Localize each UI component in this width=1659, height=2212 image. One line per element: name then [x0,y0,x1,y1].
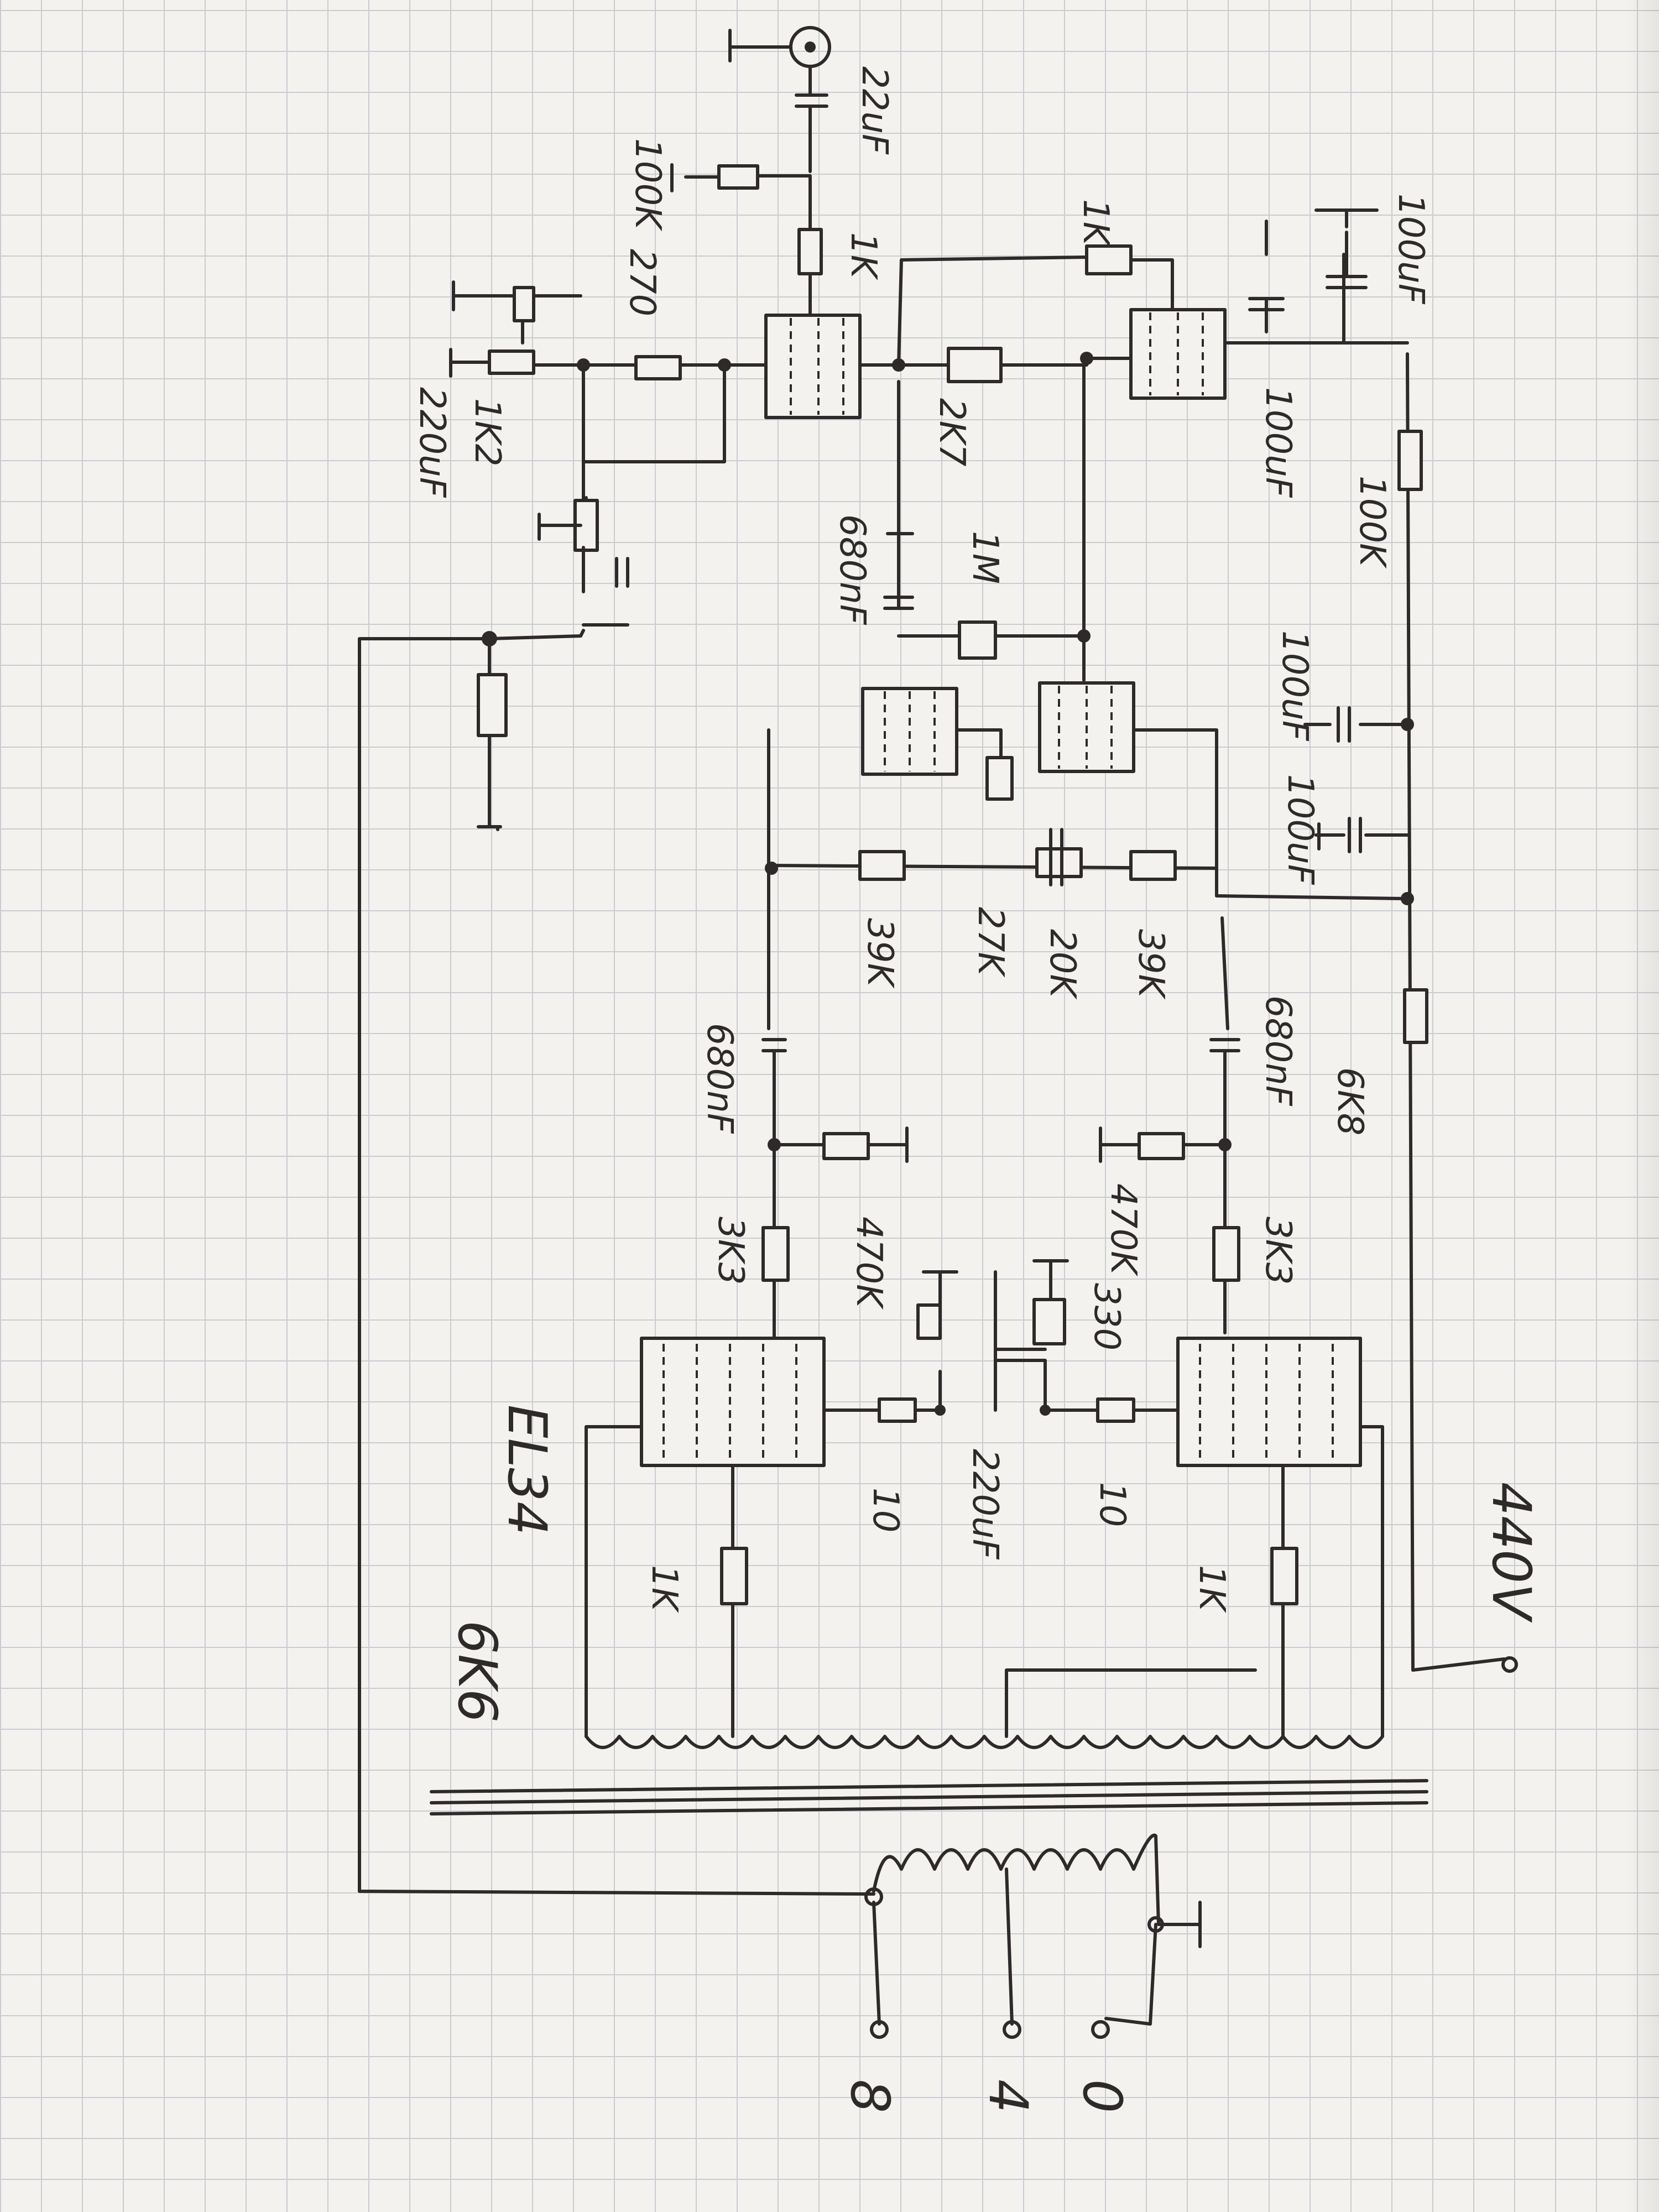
label-output-4: 4 [977,2079,1039,2113]
label-2k7: 2K7 [931,398,972,467]
cathode-bypass-220uf [538,460,629,627]
phase-splitter-left [861,687,1014,801]
label-output-8: 8 [839,2079,901,2113]
label-440v: 440V [1480,1482,1542,1623]
label-20k: 20K [1042,929,1083,1000]
label-100uf-a: 100uF [1390,194,1431,305]
label-330: 330 [1086,1283,1127,1350]
label-1k-input: 1K [843,232,884,281]
input-resistor-1k [797,175,823,317]
grid-resistor-470k-right [1099,1126,1227,1163]
label-470k-left: 470K [848,1217,889,1310]
screen-resistor-10-right [1040,1397,1135,1423]
label-10-right: 10 [1092,1482,1133,1527]
rail-resistor-6k8 [1403,988,1428,1044]
input-capacitor-22uf [795,65,828,173]
feedback-resistor-1k [897,244,1174,367]
input-jack [728,26,831,68]
label-22uf: 22uF [854,66,895,155]
output-tube-left [585,1337,881,1738]
label-680nf-left: 680nF [699,1023,740,1134]
label-6k6: 6K6 [446,1620,508,1723]
label-6k8: 6K8 [1329,1067,1370,1135]
coupling-cap-680nf-top [883,380,914,610]
label-100k-grid: 100K [627,138,668,232]
output-terminal-8 [870,2020,889,2039]
grid-stopper-3k3-right [1212,1143,1240,1334]
supply-terminal [1501,1656,1518,1673]
resistor-1m [897,620,1091,660]
grid-stopper-3k3-left [761,1143,790,1340]
screen-resistor-10-left [878,1397,946,1423]
label-3k3-right: 3K3 [1258,1217,1298,1285]
label-1k-left: 1K [644,1565,685,1614]
label-1k-right: 1K [1191,1565,1232,1614]
bias-cluster [916,1259,1069,1412]
output-terminal-4 [1003,2020,1021,2039]
label-220uf-out: 220uF [964,1449,1005,1560]
label-270: 270 [622,249,662,316]
label-1m: 1M [964,531,1005,584]
label-3k3-left: 3K3 [710,1217,751,1285]
grid-resistor-470k-left [773,1126,909,1163]
label-100uf-b: 100uF [1258,387,1298,498]
label-220uf: 220uF [411,387,452,498]
rail-resistor-100k [1397,430,1423,491]
plate-resistor-2k7 [858,347,1093,383]
tube-top-right-bypass [1223,208,1409,345]
label-1k-feedback: 1K [1075,199,1116,248]
label-39k-left: 39K [859,918,900,989]
label-100uf-c: 100uF [1274,630,1315,742]
notebook-binding-edge [1626,0,1659,2212]
label-1k2: 1K2 [467,398,508,466]
output-tube-right [1132,1337,1384,1738]
label-680nf-right: 680nF [1258,995,1298,1107]
transformer-secondary [864,1833,1202,2039]
label-470k-right: 470K [1103,1183,1144,1277]
grid-resistor-100k [670,163,812,192]
tube-top-right [1085,308,1227,400]
output-terminal-0 [1091,2020,1110,2039]
label-27k: 27K [970,907,1011,978]
transformer-core [430,1779,1428,1815]
feedback-loop [358,629,875,1896]
filter-caps-100uf [1303,706,1414,905]
mid-bus [761,728,1409,1151]
cathode-network [449,280,731,463]
label-39k-right: 39K [1130,929,1171,1000]
component-labels: 22uF 100K 1K 270 1K2 220uF 2K7 1K 680nF … [411,66,1542,2113]
label-el34: EL34 [496,1405,558,1535]
label-680nf-top: 680nF [832,514,873,625]
label-10-left: 10 [865,1488,906,1532]
label-100k-supply: 100K [1352,476,1392,569]
label-100uf-d: 100uF [1280,774,1321,885]
transformer-primary [585,1668,1384,1749]
input-tube [723,314,862,419]
label-output-0: 0 [1071,2079,1133,2113]
phase-splitter-right [1038,681,1218,898]
